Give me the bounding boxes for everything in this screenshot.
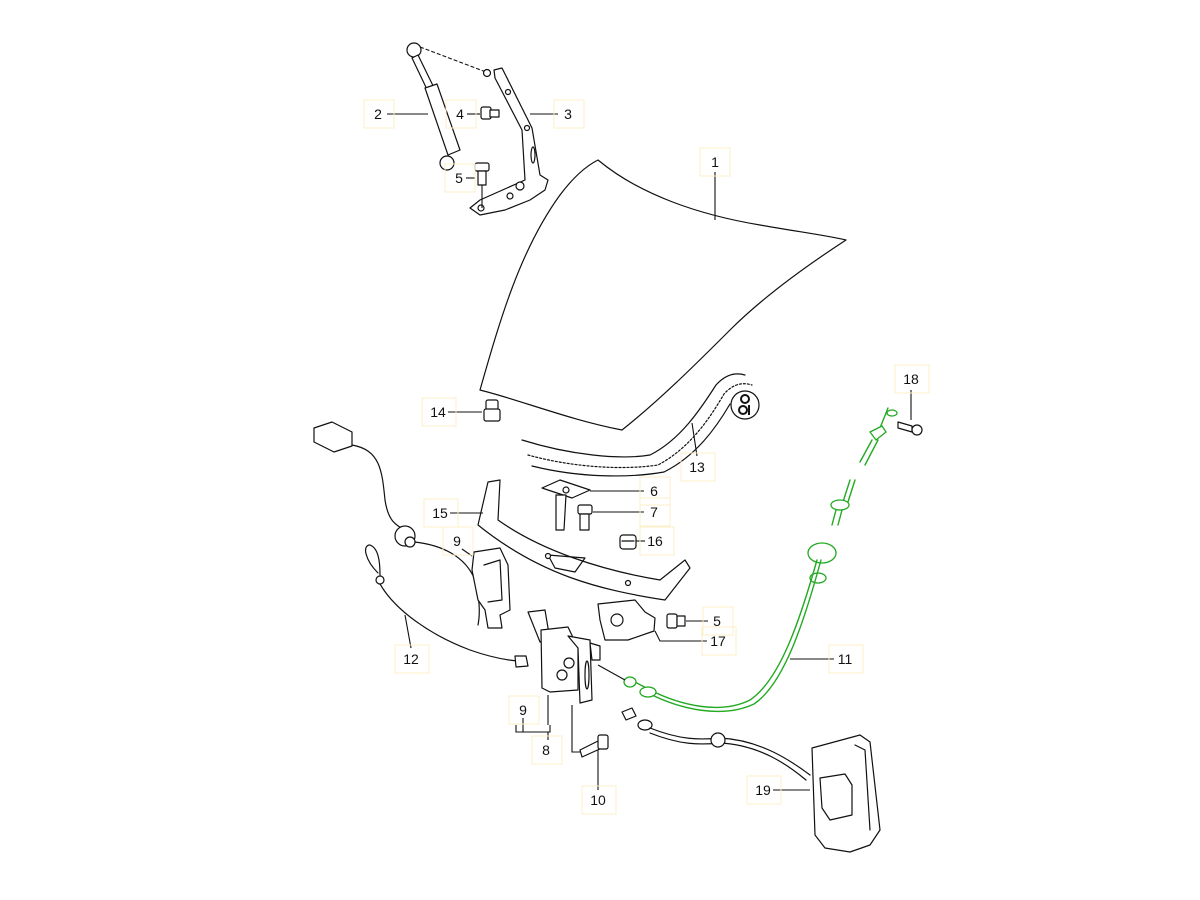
- callout-14[interactable]: 14: [430, 404, 446, 420]
- callout-8[interactable]: 8: [542, 742, 550, 758]
- callout-5-lower[interactable]: 5: [713, 613, 721, 629]
- callout-6[interactable]: 6: [650, 483, 658, 499]
- callout-12[interactable]: 12: [403, 651, 419, 667]
- callout-16[interactable]: 16: [647, 533, 663, 549]
- part-bolt-5-top[interactable]: [474, 162, 490, 208]
- callout-7[interactable]: 7: [650, 504, 658, 520]
- part-guide-9[interactable]: [471, 547, 511, 629]
- part-inner-release-cable[interactable]: [621, 707, 811, 781]
- part-cable-12[interactable]: [364, 544, 529, 668]
- callout-1[interactable]: 1: [711, 154, 719, 170]
- part-hood-seal[interactable]: [521, 373, 753, 477]
- callout-9-lock[interactable]: 9: [519, 702, 527, 718]
- part-bolt-10[interactable]: [571, 705, 609, 758]
- callout-labels: 1 2 3 4 5 5 6 7 8 9 9 10 11 12 13 14 15 …: [363, 99, 930, 815]
- callout-15[interactable]: 15: [432, 505, 448, 521]
- part-bolt-4[interactable]: [480, 106, 500, 120]
- lubrication-symbol-icon: [730, 390, 760, 420]
- part-bolt-7[interactable]: [577, 504, 593, 531]
- part-bracket-17[interactable]: [597, 599, 656, 641]
- callout-5-top[interactable]: 5: [455, 170, 463, 186]
- callout-4[interactable]: 4: [456, 106, 464, 122]
- part-release-handle-19[interactable]: [811, 734, 881, 853]
- callout-2[interactable]: 2: [374, 106, 382, 122]
- part-bolt-5-lower[interactable]: [666, 613, 686, 629]
- callout-11[interactable]: 11: [838, 651, 853, 667]
- callout-13[interactable]: 13: [689, 459, 705, 475]
- part-gas-strut[interactable]: [406, 42, 487, 171]
- part-lock-carrier-15[interactable]: [477, 479, 691, 601]
- callout-19[interactable]: 19: [755, 782, 771, 798]
- part-hood-hinge[interactable]: [469, 67, 549, 216]
- part-clip-16[interactable]: [619, 534, 637, 550]
- callout-18[interactable]: 18: [903, 371, 919, 387]
- part-hood-switch-harness[interactable]: [313, 421, 480, 626]
- callout-3[interactable]: 3: [564, 106, 572, 122]
- part-hood-lock-8[interactable]: [527, 609, 601, 704]
- part-striker-6[interactable]: [541, 479, 591, 531]
- part-bolt-18[interactable]: [897, 421, 923, 436]
- part-release-cable-11[interactable]: [597, 407, 898, 713]
- part-hood[interactable]: [479, 159, 847, 431]
- callout-17[interactable]: 17: [710, 633, 726, 649]
- callout-9-guide[interactable]: 9: [453, 533, 461, 549]
- callout-10[interactable]: 10: [590, 792, 606, 808]
- part-bumper-14[interactable]: [483, 399, 501, 422]
